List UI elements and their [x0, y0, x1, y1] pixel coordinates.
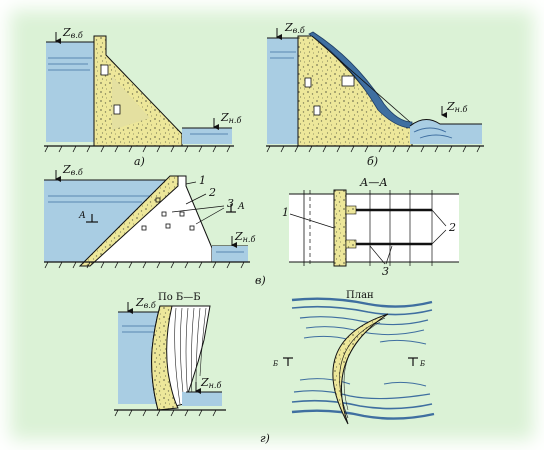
buttress-tailwater — [212, 246, 248, 262]
buttress-upstream-level-label: Zв.б — [62, 163, 83, 177]
spillway-reservoir — [267, 38, 299, 144]
section-callout-2: 2 — [448, 221, 456, 234]
spillway-dam-body — [297, 35, 413, 147]
arch-plan-view — [283, 297, 435, 425]
gravity-upstream-level-label: Zв.б — [62, 26, 83, 40]
arch-upstream-level-label: Zв.б — [135, 296, 156, 310]
spillway-gallery — [341, 75, 355, 87]
callout-2: 2 — [208, 186, 216, 199]
spillway-downstream-level-label: Zн.б — [446, 100, 467, 114]
buttress-reservoir — [44, 180, 176, 262]
section-callout-3: 3 — [382, 265, 389, 278]
drainage-gallery — [113, 104, 121, 115]
upstream-reservoir — [46, 42, 96, 142]
tailwater — [182, 128, 232, 144]
section-a-a-plan — [289, 189, 459, 267]
buttress-downstream-level-label: Zн.б — [234, 230, 255, 244]
gravity-downstream-level-label: Zн.б — [220, 111, 241, 125]
panel-label-v: в) — [255, 274, 266, 287]
spillway-upstream-level-label: Zв.б — [284, 21, 305, 35]
plan-title: План — [346, 290, 374, 301]
callout-1: 1 — [199, 174, 206, 187]
panel-spillway-dam — [266, 28, 484, 153]
section-callout-1: 1 — [282, 206, 289, 219]
panel-label-g: г) — [260, 432, 270, 445]
panel-label-b: б) — [367, 155, 378, 168]
arch-dam-body — [151, 305, 179, 411]
overflow-nappe — [308, 31, 413, 129]
gravity-dam-body — [93, 35, 183, 147]
inclined-slab — [78, 175, 179, 267]
arch-downstream-level-label: Zн.б — [200, 376, 221, 390]
arch-tailwater — [182, 392, 222, 406]
arch-dam-plan — [332, 313, 389, 425]
panel-label-a: а) — [134, 155, 145, 168]
plan-section-marker-left: Б — [272, 360, 278, 368]
panel-buttress-dam — [44, 170, 250, 269]
callout-3: 3 — [227, 197, 234, 210]
plan-section-marker-right: Б — [419, 360, 425, 368]
inspection-gallery — [100, 64, 109, 76]
section-a-a-title: А—А — [359, 176, 388, 189]
section-marker-a-right: А — [237, 202, 245, 212]
section-marker-a-left: А — [78, 211, 86, 221]
upstream-slab-section — [333, 189, 347, 267]
panel-arch-dam-section — [114, 302, 226, 417]
panel-gravity-dam — [44, 32, 234, 153]
section-b-b-title: По Б—Б — [158, 292, 201, 303]
